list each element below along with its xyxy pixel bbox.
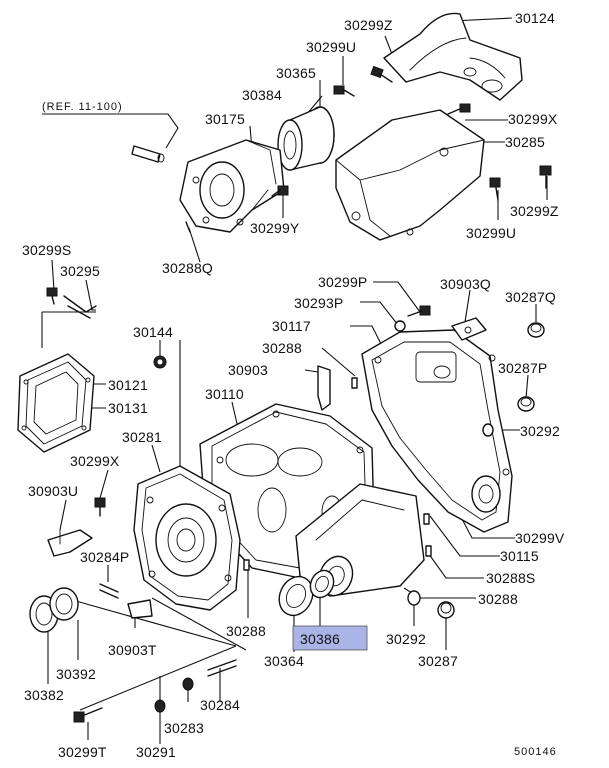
label-30117: 30117 [272,318,311,334]
label-30299v: 30299V [515,530,565,546]
part-30175-extension-housing [179,139,285,233]
label-30903u: 30903U [28,483,78,499]
label-30293p: 30293P [294,295,343,311]
label-30288-mid: 30288 [262,340,302,356]
bracket-30903t [127,599,153,619]
label-30384: 30384 [242,87,282,103]
part-30115-rear-case [295,483,425,597]
label-30299u-top: 30299U [306,39,356,55]
bolt-30299t [73,707,103,723]
label-30299z-top: 30299Z [344,17,393,33]
label-30285: 30285 [505,134,545,150]
diagram-id: 500146 [514,746,557,758]
plug-30287p [517,396,535,412]
label-30299u-right: 30299U [466,225,516,241]
bolt-30299u-right [489,177,501,201]
bolt-30299u-top [333,85,355,97]
label-30299s: 30299S [22,242,71,258]
bracket-30903q [451,317,487,341]
label-30295: 30295 [60,263,100,279]
label-30299x-left: 30299X [70,453,120,469]
label-30903q: 30903Q [440,276,491,292]
washer-30293p [394,320,406,332]
bolt-30299z-top [370,65,393,83]
label-30392: 30392 [56,666,96,682]
label-30903-mid: 30903 [228,362,268,378]
dowel-30288-low [243,559,250,571]
part-30365-sleeve [277,106,335,171]
label-30299x-top: 30299X [508,111,558,127]
label-30386: 30386 [300,631,340,647]
label-30284p: 30284P [80,549,129,565]
label-30287q: 30287Q [505,289,556,305]
label-30291: 30291 [136,744,176,760]
bolt-30299s [46,287,58,305]
gasket-30292-right [482,423,494,437]
label-30175: 30175 [205,111,245,127]
part-30386-seal [309,569,335,599]
part-30285-guard [335,109,485,241]
label-30288-low: 30288 [226,623,266,639]
nut-30144 [153,355,167,369]
part-30121-cover-plate [17,353,95,453]
bolt-30299x-left [94,497,106,517]
label-30299z-right: 30299Z [510,203,559,219]
label-30299t: 30299T [58,744,107,760]
pin-30288q [185,221,191,233]
label-30121: 30121 [108,377,148,393]
label-30288-right: 30288 [478,591,518,607]
label-30292-right: 30292 [520,423,560,439]
label-30365: 30365 [276,65,316,81]
label-30283: 30283 [164,720,204,736]
plug-30287q [527,322,545,338]
part-30281-front-case [133,465,241,611]
stud-30284p [99,583,119,599]
label-30124: 30124 [515,10,555,26]
highlight-30386 [292,625,368,651]
part-30295-key [63,295,97,319]
label-30288q: 30288Q [162,260,213,276]
label-30281: 30281 [122,429,162,445]
label-30287p: 30287P [498,360,547,376]
leader-lines [41,17,548,744]
label-30299y: 30299Y [250,220,300,236]
part-30392-dust-cover [49,587,79,621]
gasket-30292-low [407,590,421,606]
nut-30291 [154,699,166,713]
label-30115: 30115 [500,548,539,564]
part-labels: (REF. 11-100) 30124 30299Z 30299U 30365 … [22,10,565,760]
label-30903t: 30903T [108,642,157,658]
bolt-30299y [271,185,289,197]
nut-30283 [182,677,194,691]
stud-30284 [207,659,237,677]
reference-label: (REF. 11-100) [42,101,123,113]
part-30124-cover [383,12,523,101]
label-30364: 30364 [264,653,304,669]
part-30364-seal [278,575,314,617]
bolt-30299p [407,305,431,317]
bolt-30299z-right [539,165,552,189]
label-30131: 30131 [108,400,148,416]
label-30292-low: 30292 [386,631,426,647]
label-30382: 30382 [24,687,64,703]
plug-30287 [437,601,455,619]
bracket-30903-mid [317,365,331,411]
pin-ref-11-100 [131,145,165,163]
label-30288s: 30288S [486,570,535,586]
dowel-pins-30288 [351,377,432,557]
label-30144: 30144 [133,324,173,340]
bolt-30299x-top [447,103,471,115]
label-30287: 30287 [418,653,458,669]
label-30284: 30284 [200,697,240,713]
bracket-30903u [47,529,93,557]
label-30299p: 30299P [318,274,367,290]
label-30110: 30110 [205,386,244,402]
